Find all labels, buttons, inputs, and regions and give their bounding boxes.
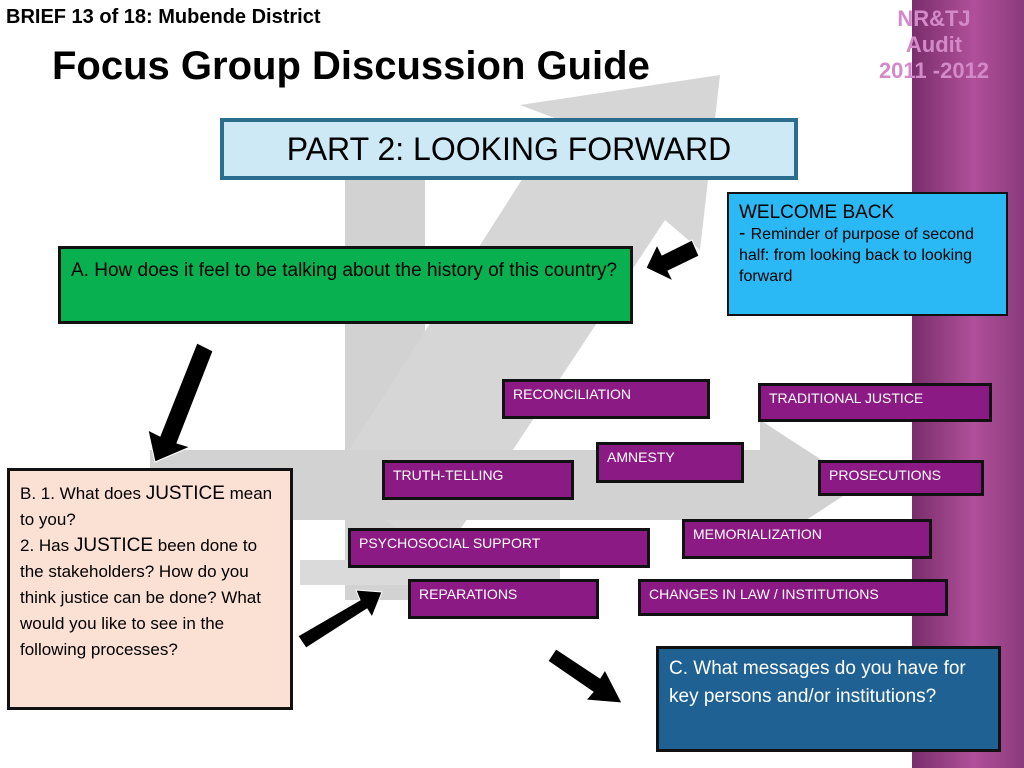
process-traditional-justice: TRADITIONAL JUSTICE — [758, 383, 992, 422]
welcome-dash: - — [739, 223, 751, 244]
audit-badge: NR&TJ Audit 2011 -2012 — [858, 6, 1010, 84]
process-memorialization: MEMORIALIZATION — [682, 519, 932, 559]
page-title: Focus Group Discussion Guide — [52, 44, 650, 88]
welcome-body-text: Reminder of purpose of second half: from… — [739, 226, 974, 285]
welcome-back-box: WELCOME BACK - Reminder of purpose of se… — [727, 192, 1008, 316]
question-a-box: A. How does it feel to be talking about … — [58, 246, 633, 324]
question-b2-suffix: been done to the stakeholders? How do yo… — [20, 536, 261, 659]
audit-line-3: 2011 -2012 — [878, 58, 990, 83]
audit-line-2: Audit — [905, 32, 963, 57]
arrow-b-to-processes — [297, 589, 383, 649]
process-reparations: REPARATIONS — [408, 579, 599, 619]
question-b2-keyword: JUSTICE — [73, 535, 154, 556]
part-heading: PART 2: LOOKING FORWARD — [286, 131, 732, 167]
question-c-text: C. What messages do you have for key per… — [669, 658, 966, 707]
process-changes-in-law: CHANGES IN LAW / INSTITUTIONS — [638, 579, 948, 616]
part-heading-box: PART 2: LOOKING FORWARD — [220, 118, 798, 180]
process-psychosocial-support: PSYCHOSOCIAL SUPPORT — [348, 528, 650, 568]
process-prosecutions: PROSECUTIONS — [818, 460, 984, 496]
question-b1-keyword: JUSTICE — [145, 483, 225, 504]
process-amnesty: AMNESTY — [596, 442, 744, 483]
question-b1: B. 1. What does JUSTICE mean to you? — [20, 481, 280, 533]
question-b2-prefix: 2. Has — [20, 536, 74, 555]
question-b1-prefix: B. 1. What does — [20, 484, 146, 503]
process-reconciliation: RECONCILIATION — [502, 379, 710, 419]
welcome-body: - Reminder of purpose of second half: fr… — [739, 223, 996, 287]
arrow-a-to-b — [147, 342, 214, 463]
welcome-heading: WELCOME BACK — [739, 202, 895, 223]
audit-line-1: NR&TJ — [897, 6, 971, 31]
arrow-processes-to-c — [547, 648, 623, 704]
question-c-box: C. What messages do you have for key per… — [656, 646, 1001, 752]
question-b-box: B. 1. What does JUSTICE mean to you? 2. … — [7, 468, 293, 710]
question-a-text: A. How does it feel to be talking about … — [71, 260, 618, 281]
brief-label: BRIEF 13 of 18: Mubende District — [6, 6, 321, 28]
arrow-welcome-to-a — [645, 239, 700, 283]
question-b2: 2. Has JUSTICE been done to the stakehol… — [20, 533, 280, 663]
question-b1-suffix: mean to you? — [20, 484, 273, 529]
process-truth-telling: TRUTH-TELLING — [382, 460, 574, 500]
